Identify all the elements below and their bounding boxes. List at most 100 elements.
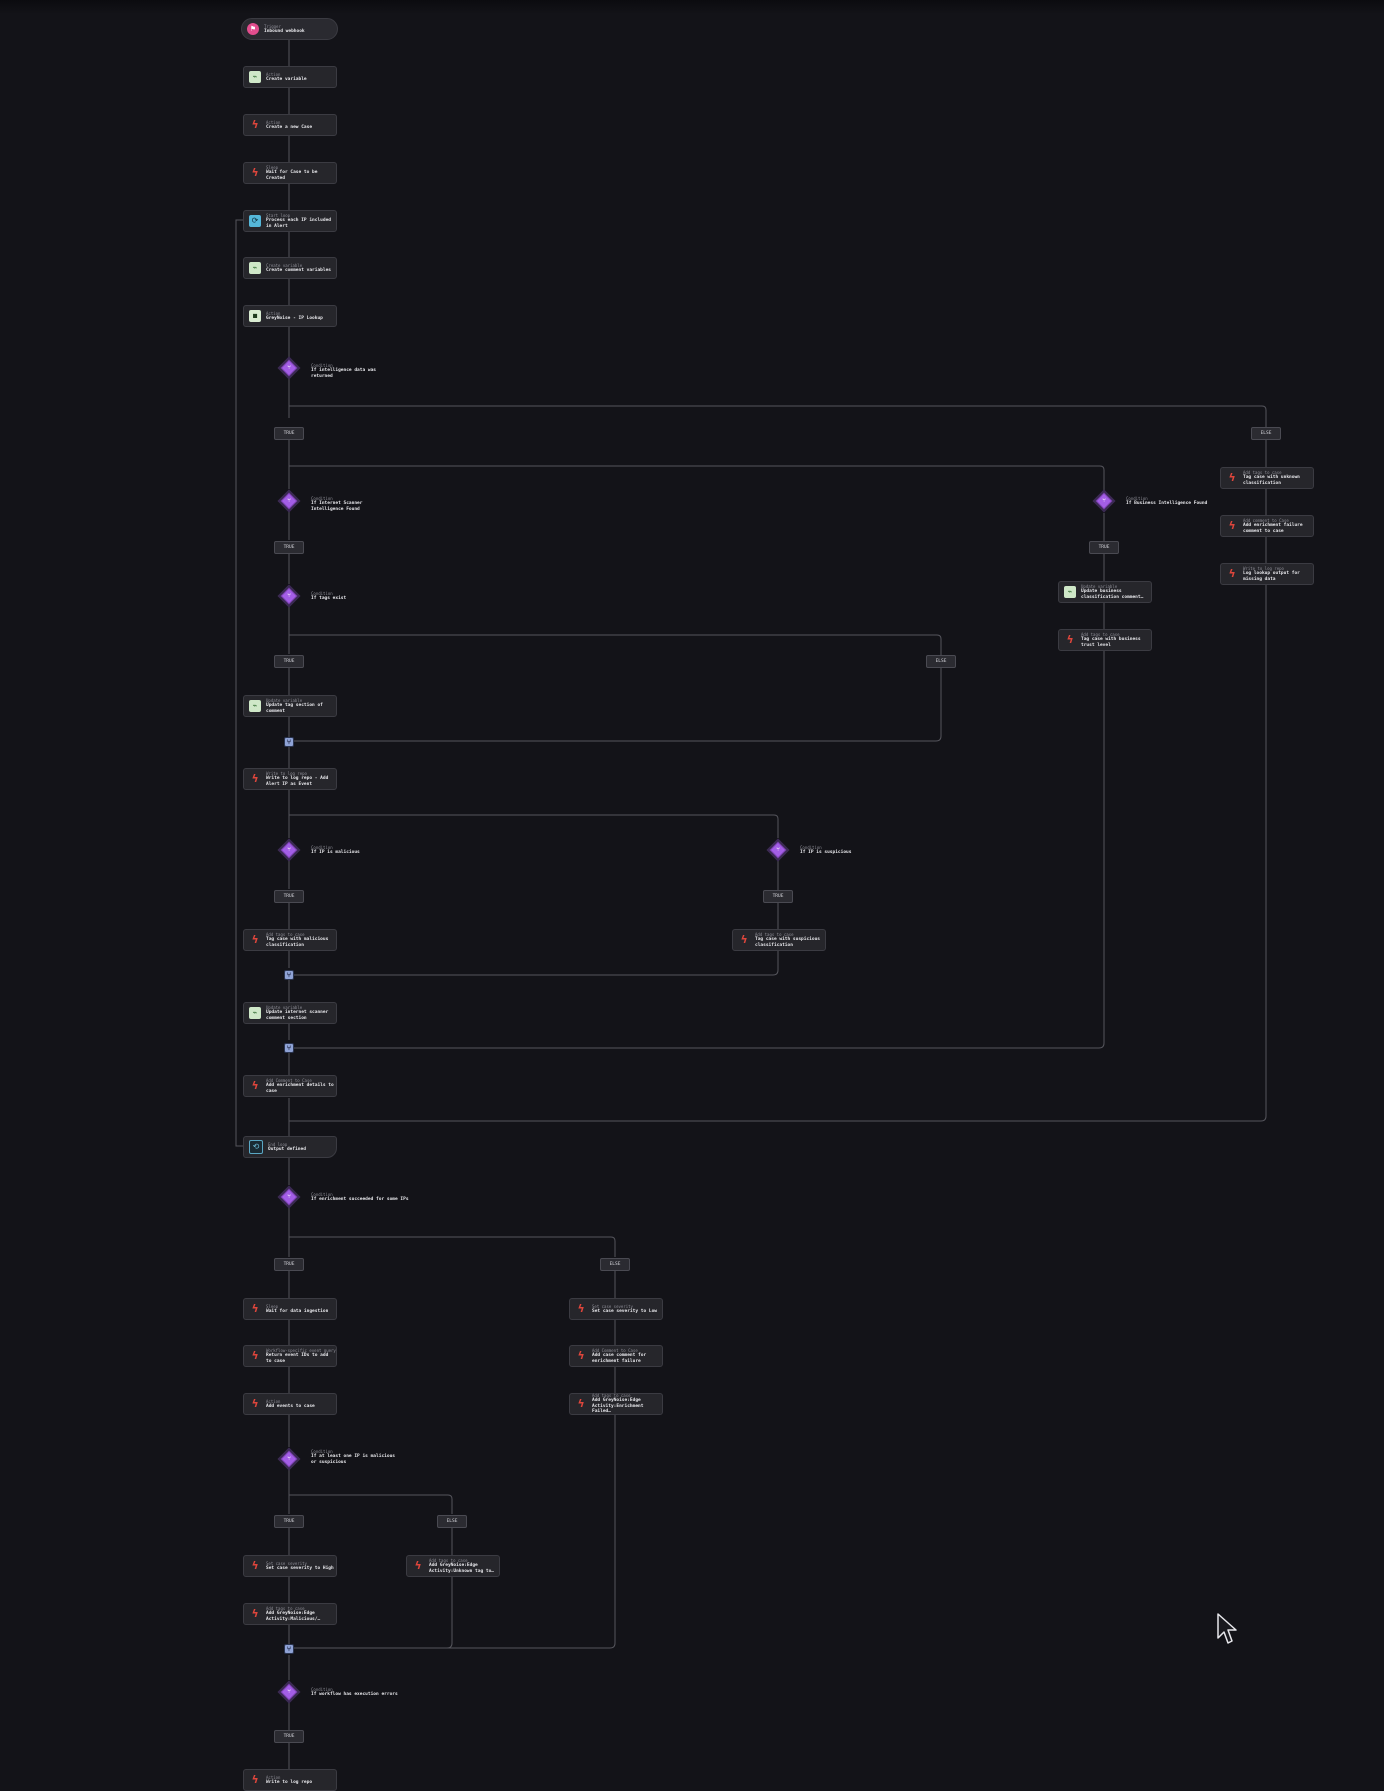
action-icon: ϟ <box>1228 519 1236 532</box>
condition-text: If Internet Scanner Intelligence Found <box>311 501 363 512</box>
condition-category: Condition <box>311 1449 333 1454</box>
branch-else[interactable]: ELSE <box>926 655 956 668</box>
node-label: Write to log repo - Add Alert IP as Even… <box>266 776 329 787</box>
condition-execution-errors[interactable]: ⑂ <box>277 1680 301 1704</box>
node-category: Start loop <box>266 213 291 218</box>
condition-internet-scanner[interactable]: ⑂ <box>277 489 301 513</box>
action-icon: ϟ <box>1228 567 1236 580</box>
branch-else[interactable]: ELSE <box>1251 427 1281 440</box>
node-category: Add tags to case <box>266 932 305 937</box>
node-label: Log lookup output for missing data <box>1243 571 1300 582</box>
node-category: Create variable <box>266 262 303 268</box>
branch-true[interactable]: TRUE <box>763 890 793 903</box>
condition-enrichment-succeeded[interactable]: ⑂ <box>277 1185 301 1209</box>
branch-true[interactable]: TRUE <box>274 1515 304 1528</box>
action-icon: ϟ <box>577 1302 585 1315</box>
branch-else[interactable]: ELSE <box>437 1515 467 1528</box>
greynoise-icon: ◼ <box>249 310 261 322</box>
webhook-icon: ⚑ <box>247 23 259 35</box>
merge-icon[interactable]: ⑂ <box>284 1644 294 1654</box>
condition-icon: ⑂ <box>287 592 291 599</box>
node-label: Tag case with unknown classification <box>1243 475 1300 486</box>
condition-text: If Business Intelligence Found <box>1126 501 1208 506</box>
node-category: Set case severity <box>266 1560 307 1566</box>
condition-malicious-or-suspicious[interactable]: ⑂ <box>277 1447 301 1471</box>
wire-c8-else <box>289 1494 453 1514</box>
merge-icon[interactable]: ⑂ <box>284 970 294 980</box>
branch-true[interactable]: TRUE <box>274 427 304 440</box>
node-category: Add tags to case <box>1243 470 1282 475</box>
action-icon: ϟ <box>414 1559 422 1572</box>
branch-true[interactable]: TRUE <box>274 1730 304 1743</box>
branch-true[interactable]: TRUE <box>274 1258 304 1271</box>
node-category: Add Comment to Case <box>592 1348 638 1353</box>
condition-ip-malicious[interactable]: ⑂ <box>277 838 301 862</box>
action-icon: ϟ <box>251 118 259 131</box>
condition-intelligence-returned[interactable]: ⑂ <box>277 356 301 380</box>
node-category: Add tags to case <box>592 1393 631 1399</box>
condition-tags-exist[interactable]: ⑂ <box>277 584 301 608</box>
wire-biz-chain <box>294 513 1105 1049</box>
branch-true[interactable]: TRUE <box>274 655 304 668</box>
merge-icon[interactable]: ⑂ <box>284 1043 294 1053</box>
condition-icon: ⑂ <box>287 364 291 371</box>
node-category: End loop <box>268 1141 288 1147</box>
condition-category: Condition <box>311 591 333 596</box>
loop-end-icon: ⟲ <box>249 1140 263 1154</box>
condition-text: If at least one IP is malicious or suspi… <box>311 1454 395 1465</box>
branch-true[interactable]: TRUE <box>274 541 304 554</box>
node-category: Update variable <box>1081 584 1118 589</box>
condition-category: Condition <box>311 845 333 850</box>
node-label: Inbound webhook <box>264 28 305 34</box>
wire-c7-else <box>289 1236 616 1257</box>
action-icon: ϟ <box>251 933 259 946</box>
node-label: GreyNoise - IP Lookup <box>266 315 323 321</box>
branch-else[interactable]: ELSE <box>600 1258 630 1271</box>
condition-category: Condition <box>311 363 333 368</box>
condition-icon: ⑂ <box>287 497 291 504</box>
node-label: Create a new Case <box>266 124 313 130</box>
branch-true[interactable]: TRUE <box>1089 541 1119 554</box>
action-icon: ϟ <box>1228 471 1236 484</box>
condition-business-intelligence[interactable]: ⑂ <box>1092 489 1116 513</box>
merge-icon[interactable]: ⑂ <box>284 737 294 747</box>
mouse-cursor-icon <box>1217 1613 1237 1644</box>
node-label: Wait for data ingestion <box>266 1308 329 1314</box>
branch-true[interactable]: TRUE <box>274 890 304 903</box>
condition-ip-suspicious[interactable]: ⑂ <box>766 838 790 862</box>
